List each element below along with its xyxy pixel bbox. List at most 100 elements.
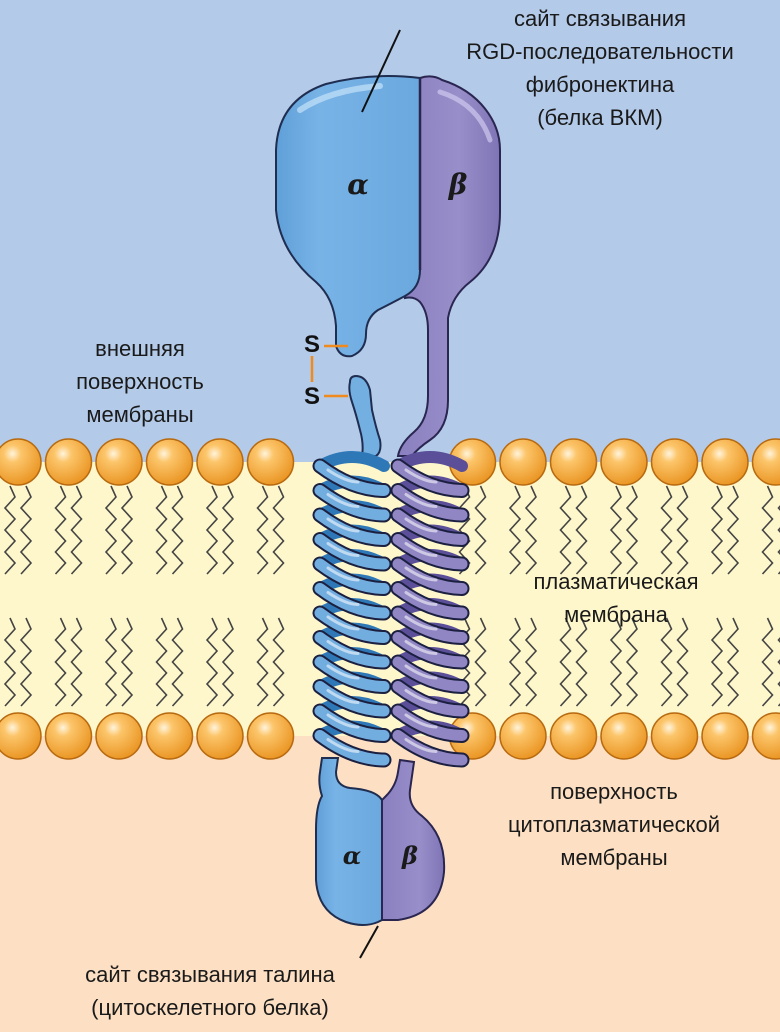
lipid-tail xyxy=(19,617,33,707)
helix-front-turn xyxy=(314,730,390,766)
helix-highlight xyxy=(404,738,438,753)
lipid-tail xyxy=(54,617,67,707)
helix-highlight xyxy=(404,517,438,533)
lipid-head xyxy=(44,712,93,760)
lipid-tail xyxy=(726,485,740,575)
helix-highlight xyxy=(404,566,438,582)
helix-front-turn xyxy=(314,681,390,717)
lipid-head xyxy=(0,712,42,760)
beta-cytoplasmic-tail xyxy=(381,758,446,921)
lipid-tail xyxy=(575,617,588,707)
lipid-tail xyxy=(120,485,134,575)
helix-highlight xyxy=(404,468,438,484)
helix-highlight xyxy=(326,493,360,508)
lipid-tail xyxy=(474,617,487,707)
rgd-site-pointer xyxy=(361,29,401,113)
alpha-label-upper: α xyxy=(347,168,369,201)
lipid-tail xyxy=(761,617,774,707)
helix-highlight xyxy=(326,468,360,484)
helix-highlight xyxy=(404,713,438,729)
lipid-tail xyxy=(205,485,219,575)
helix-highlight xyxy=(326,640,360,655)
lipid-head xyxy=(44,438,93,486)
lipid-tail xyxy=(171,617,184,707)
lipid-tail xyxy=(676,617,689,707)
lipid-tail xyxy=(777,505,780,575)
beta-label-upper: β xyxy=(448,168,468,201)
lipid-tail xyxy=(524,485,538,575)
sulfur-2: S xyxy=(304,383,320,410)
helix-front-turn xyxy=(314,705,390,741)
helix-highlight xyxy=(404,689,438,704)
lipid-tail xyxy=(508,485,522,575)
helix-front-turn xyxy=(392,534,468,570)
lipid-tail xyxy=(256,617,269,707)
helix-highlight xyxy=(326,713,360,729)
lipid-head xyxy=(145,438,194,486)
lipid-head xyxy=(499,712,547,760)
helix-highlight xyxy=(326,517,360,533)
helix-highlight xyxy=(404,493,438,508)
lipid-tail xyxy=(710,617,724,707)
rgd-binding-site-label: сайт связывания RGD-последовательности ф… xyxy=(466,6,734,130)
lipid-tails xyxy=(3,485,780,707)
beta-label-lower: β xyxy=(401,841,418,870)
helix-highlight xyxy=(326,738,360,753)
lipid-tail xyxy=(508,617,522,707)
helix-front-turn xyxy=(392,509,468,545)
helix-front-turn xyxy=(392,705,468,741)
lipid-tail xyxy=(3,485,17,575)
helix-front-turn xyxy=(392,460,468,496)
helix-front-turn xyxy=(314,583,390,619)
alpha-label-lower: α xyxy=(343,841,361,870)
lipid-head xyxy=(650,712,699,760)
helix-front-turn xyxy=(314,534,390,570)
lipid-tail xyxy=(559,617,572,707)
extracellular-domain xyxy=(275,75,501,457)
beta-head-highlight xyxy=(437,89,493,143)
lipid-head xyxy=(650,438,699,486)
helix-front-turn xyxy=(314,485,390,521)
helix-highlight xyxy=(326,566,360,582)
lipid-tail xyxy=(660,617,673,707)
lipid-tail xyxy=(70,485,83,575)
lipid-tail xyxy=(660,485,673,575)
lipid-tail xyxy=(104,617,118,707)
lipid-head xyxy=(751,712,780,760)
lipid-tail xyxy=(171,485,184,575)
helix-front-turn xyxy=(392,681,468,717)
alpha-cytoplasmic-tail xyxy=(315,757,383,926)
lipid-head xyxy=(701,712,749,760)
lipid-head xyxy=(549,712,598,760)
lipid-head xyxy=(600,712,648,760)
lipid-tail xyxy=(155,485,168,575)
talin-binding-site-label: сайт связывания талина (цитоскелетного б… xyxy=(85,962,335,1020)
helix-front-turn xyxy=(314,509,390,545)
helix-highlight xyxy=(326,689,360,704)
helix-highlight xyxy=(326,591,360,606)
helix-highlight xyxy=(404,615,438,631)
lipid-head xyxy=(95,712,143,760)
lipid-heads xyxy=(0,438,780,760)
lipid-tail xyxy=(609,485,623,575)
lipid-tail xyxy=(559,485,572,575)
lipid-tail xyxy=(726,617,740,707)
lipid-head xyxy=(549,438,598,486)
helix-front-turn xyxy=(314,607,390,643)
helix-front-turn xyxy=(314,558,390,594)
alpha-subunit-head xyxy=(275,75,421,358)
helix-highlight xyxy=(404,664,438,680)
lipid-tail xyxy=(205,617,219,707)
lipid-tail xyxy=(54,485,67,575)
lipid-head xyxy=(196,712,244,760)
helix-front-turn xyxy=(392,656,468,692)
lipid-tail xyxy=(120,617,134,707)
lipid-head xyxy=(701,438,749,486)
helix-front-turn xyxy=(314,632,390,668)
cytoplasmic-domain xyxy=(315,757,446,926)
lipid-head xyxy=(0,438,42,486)
lipid-tail xyxy=(625,617,639,707)
lipid-head xyxy=(600,438,648,486)
beta-subunit-head xyxy=(396,75,501,457)
lipid-tail xyxy=(777,637,780,707)
